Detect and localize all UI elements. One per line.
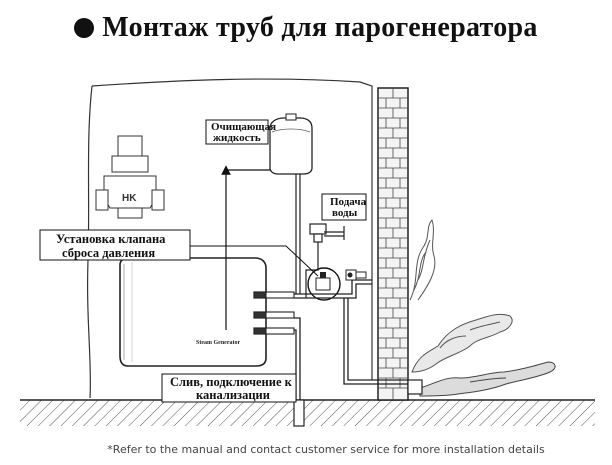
steam-generator-unit: Steam Generator xyxy=(119,257,267,367)
valve-body-small xyxy=(315,277,331,291)
ground-hatch xyxy=(20,400,595,426)
steam-plume-lower xyxy=(419,361,556,397)
steam-pipe-down-inner xyxy=(347,298,408,381)
water-supply-label-1: Подача xyxy=(330,196,367,208)
valve-install-label-box xyxy=(39,229,191,261)
valve-install-label-1: Установка клапана xyxy=(56,232,166,246)
cleaning-liquid-label-1: Очищающая xyxy=(211,121,276,133)
valve-install-label-2: сброса давления xyxy=(62,246,155,260)
pressure-relief-valve: HK xyxy=(95,135,165,219)
cleaning-liquid-bottle xyxy=(269,113,313,175)
title-bullet-icon xyxy=(74,18,95,38)
drain-label-2: канализации xyxy=(196,388,270,402)
water-supply-label-box xyxy=(321,193,367,221)
valve-pointer-line xyxy=(190,245,319,277)
page-title: Монтаж труб для парогенератора xyxy=(102,12,538,43)
steam-pipe-down xyxy=(343,298,408,385)
title-row: Монтаж труб для парогенератора xyxy=(0,8,612,48)
water-supply-faucet xyxy=(309,223,345,243)
steam-outlet-nozzle xyxy=(407,379,423,395)
brick-wall xyxy=(377,87,409,401)
generator-pipe-stubs xyxy=(253,291,295,335)
drain-label-box xyxy=(161,373,297,403)
drain-label-1: Слив, подключение к xyxy=(170,375,293,389)
cleaning-liquid-label-2: жидкость xyxy=(213,132,261,144)
valve-cap-small xyxy=(320,272,326,278)
steam-plume-middle xyxy=(411,313,513,373)
generator-plate: Steam Generator xyxy=(196,340,240,346)
valve-logo: HK xyxy=(122,193,137,204)
water-supply-label-2: воды xyxy=(332,207,358,219)
footnote: *Refer to the manual and contact custome… xyxy=(107,443,545,456)
drain-pipe-outer xyxy=(294,317,301,400)
drain-pipe-below xyxy=(293,399,305,427)
steam-pipe-to-wall xyxy=(294,279,372,295)
valve-highlight-circle xyxy=(307,267,341,301)
steam-pipe-to-wall-inner xyxy=(294,283,372,299)
steam-plume-upper xyxy=(409,219,436,301)
cleaning-liquid-label-box xyxy=(205,119,269,145)
wall-fitting xyxy=(345,269,367,281)
